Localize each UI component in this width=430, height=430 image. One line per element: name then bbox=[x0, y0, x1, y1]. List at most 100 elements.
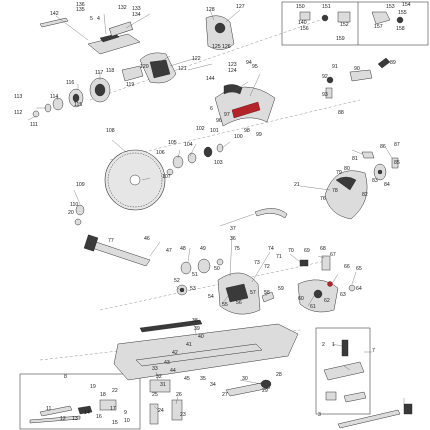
callout: 124 bbox=[228, 68, 237, 74]
callout: 5 bbox=[90, 16, 93, 22]
callout: 13 bbox=[72, 416, 78, 422]
arbor-washers bbox=[166, 143, 224, 176]
callout: 36 bbox=[230, 236, 236, 242]
callout: 153 bbox=[386, 4, 395, 10]
upper-guard bbox=[214, 84, 276, 127]
callout: 65 bbox=[356, 266, 362, 272]
callout: 106 bbox=[156, 150, 165, 156]
callout: 3 bbox=[318, 412, 321, 418]
callout: 132 bbox=[118, 5, 127, 11]
callout: 81 bbox=[352, 156, 358, 162]
callout: 43 bbox=[164, 360, 170, 366]
rail-assembly bbox=[74, 204, 288, 275]
callout: 79 bbox=[336, 170, 342, 176]
callout: 99 bbox=[256, 132, 262, 138]
callout: 42 bbox=[172, 350, 178, 356]
callout: 150 bbox=[296, 4, 305, 10]
saw-blade bbox=[104, 149, 166, 211]
callout: 100 bbox=[234, 134, 243, 140]
callout: 135 bbox=[76, 7, 85, 13]
callout: 113 bbox=[14, 94, 22, 100]
callout: 114 bbox=[50, 94, 58, 100]
callout: 75 bbox=[234, 246, 240, 252]
callout: 32 bbox=[156, 374, 162, 380]
callout: 16 bbox=[96, 414, 102, 420]
callout: 105 bbox=[168, 140, 177, 146]
callout: 48 bbox=[180, 246, 186, 252]
callout: 118 bbox=[106, 68, 114, 74]
callout: 44 bbox=[170, 368, 176, 374]
lower-blade-guard bbox=[324, 151, 399, 220]
callout: 115 bbox=[74, 102, 82, 108]
callout: 127 bbox=[236, 4, 245, 10]
callout: 88 bbox=[338, 110, 344, 116]
callout: 66 bbox=[344, 264, 350, 270]
callout: 97 bbox=[224, 112, 230, 118]
callout: 151 bbox=[322, 4, 331, 10]
callout: 103 bbox=[214, 160, 223, 166]
inset-parts-top bbox=[299, 11, 404, 25]
callout: 73 bbox=[254, 260, 260, 266]
callout: 51 bbox=[192, 272, 198, 278]
callout: 7 bbox=[372, 348, 375, 354]
base-table bbox=[113, 319, 299, 425]
callout: 33 bbox=[152, 366, 158, 372]
callout: 154 bbox=[402, 2, 411, 8]
callout: 8 bbox=[64, 374, 67, 380]
callout: 117 bbox=[95, 70, 103, 76]
callout: 18 bbox=[100, 392, 106, 398]
callout: 69 bbox=[304, 248, 310, 254]
callout: 84 bbox=[384, 182, 390, 188]
callout: 89 bbox=[390, 60, 396, 66]
callout: 86 bbox=[380, 144, 386, 150]
callout: 45 bbox=[184, 376, 190, 382]
callout: 26 bbox=[176, 392, 182, 398]
callout: 78 bbox=[332, 188, 338, 194]
callout: 87 bbox=[394, 142, 400, 148]
callout: 61 bbox=[310, 304, 316, 310]
callout: 142 bbox=[50, 11, 59, 17]
callout: 83 bbox=[372, 178, 378, 184]
callout: 76 bbox=[320, 196, 326, 202]
callout: 4 bbox=[97, 16, 100, 22]
callout: 49 bbox=[200, 246, 206, 252]
callout: 95 bbox=[252, 64, 258, 70]
callout: 123 bbox=[228, 62, 237, 68]
callout: 108 bbox=[106, 128, 115, 134]
callout: 90 bbox=[354, 66, 360, 72]
callout: 91 bbox=[332, 64, 338, 70]
callout: 24 bbox=[158, 408, 164, 414]
callout: 152 bbox=[340, 22, 349, 28]
callout: 29 bbox=[262, 388, 268, 394]
callout: 155 bbox=[398, 10, 407, 16]
leader-lines bbox=[27, 9, 405, 411]
callout: 144 bbox=[206, 76, 215, 82]
callout: 71 bbox=[276, 254, 282, 260]
callout: 140 bbox=[298, 20, 307, 26]
motor-cluster bbox=[32, 15, 235, 118]
callout: 11 bbox=[46, 406, 51, 412]
callout: 74 bbox=[268, 246, 274, 252]
callout: 25 bbox=[152, 392, 158, 398]
inset-parts-bottom-right bbox=[323, 339, 367, 403]
callout: 15 bbox=[112, 420, 118, 426]
inset-box-bottom-right bbox=[315, 327, 371, 415]
callout: 92 bbox=[322, 74, 328, 80]
callout: 52 bbox=[174, 278, 180, 284]
callout: 19 bbox=[90, 384, 96, 390]
callout: 63 bbox=[340, 292, 346, 298]
callout: 102 bbox=[196, 126, 205, 132]
callout: 12 bbox=[60, 416, 66, 422]
callout: 120 bbox=[140, 64, 149, 70]
callout: 136 bbox=[76, 2, 85, 8]
callout: 93 bbox=[322, 92, 328, 98]
callout: 70 bbox=[288, 248, 294, 254]
callout: 121 bbox=[178, 66, 187, 72]
inset-box-bottom-left bbox=[19, 373, 141, 430]
callout: 22 bbox=[112, 388, 118, 394]
callout: 72 bbox=[264, 264, 270, 270]
callout: 46 bbox=[144, 236, 150, 242]
part-callouts: 142 136 135 5 4 132 133 134 128 127 125 … bbox=[14, 2, 411, 426]
callout: 30 bbox=[242, 376, 248, 382]
callout: 128 bbox=[206, 7, 215, 13]
